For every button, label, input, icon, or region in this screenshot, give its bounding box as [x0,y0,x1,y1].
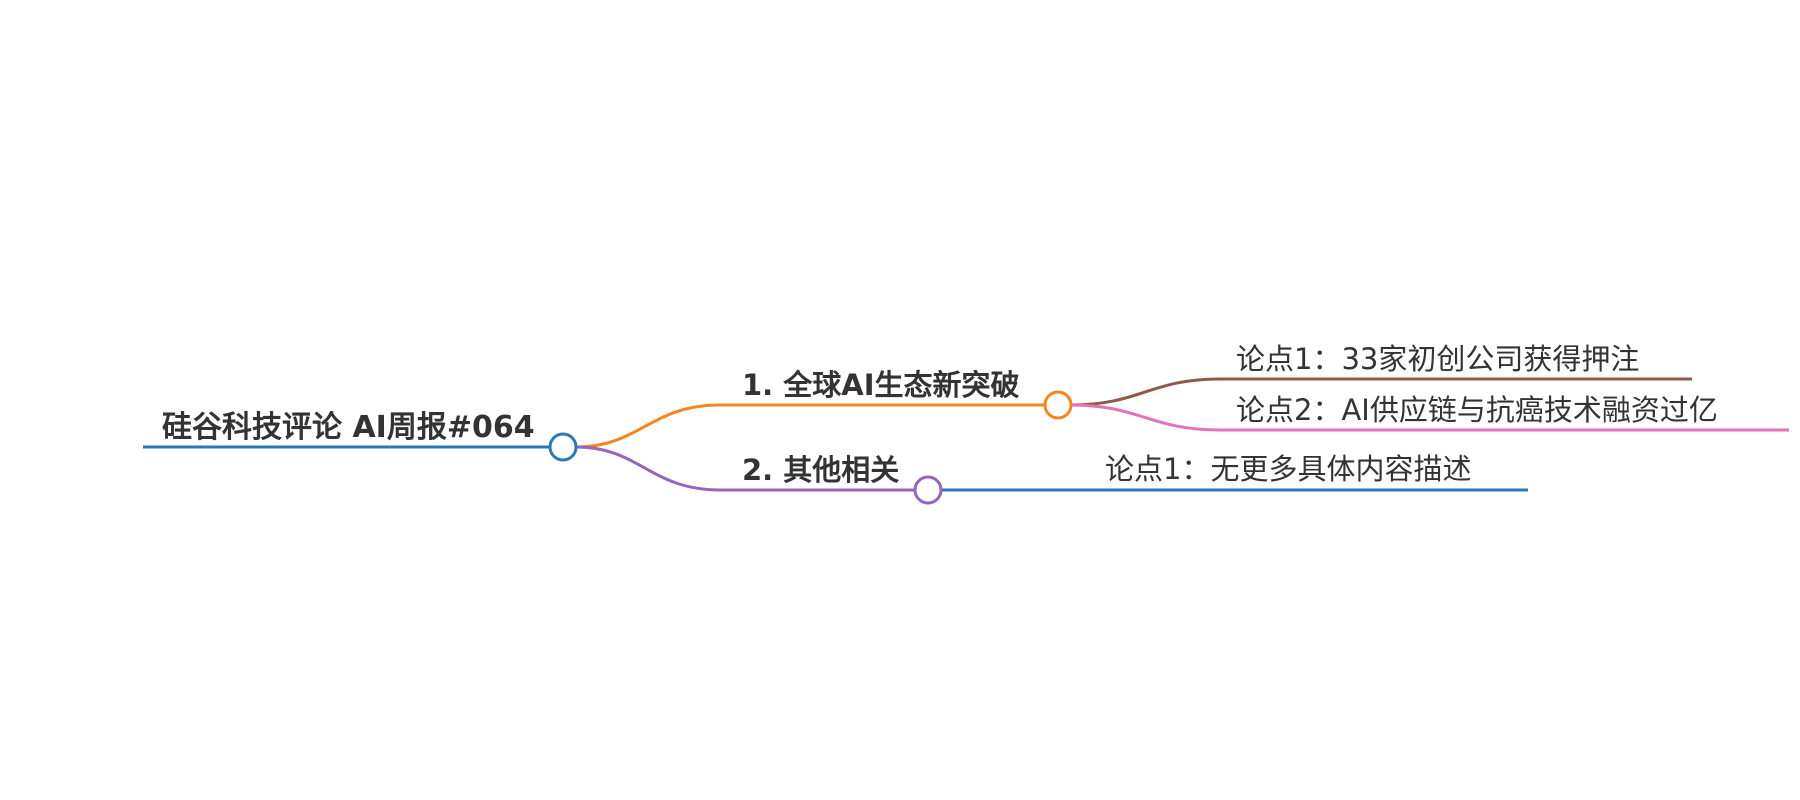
branch-1-collapse-node[interactable] [1043,390,1073,420]
branch-topic-1[interactable]: 1. 全球AI生态新突破 [742,368,1020,402]
branch-topic-2[interactable]: 2. 其他相关 [742,453,900,487]
leaf-topic-2-1[interactable]: 论点1：无更多具体内容描述 [1105,452,1472,486]
leaf-topic-1-2[interactable]: 论点2：AI供应链与抗癌技术融资过亿 [1236,393,1718,427]
branch-2-collapse-node[interactable] [913,475,943,505]
edge-branch-1-leaf-1 [1070,377,1221,407]
edge-root-branch-2 [575,445,721,492]
leaf-topic-1-1[interactable]: 论点1：33家初创公司获得押注 [1236,342,1640,376]
root-topic[interactable]: 硅谷科技评论 AI周报#064 [162,410,535,445]
edge-branch-1-leaf-2 [1070,403,1221,432]
edge-root-branch-1 [575,403,721,449]
root-collapse-node[interactable] [548,432,578,462]
